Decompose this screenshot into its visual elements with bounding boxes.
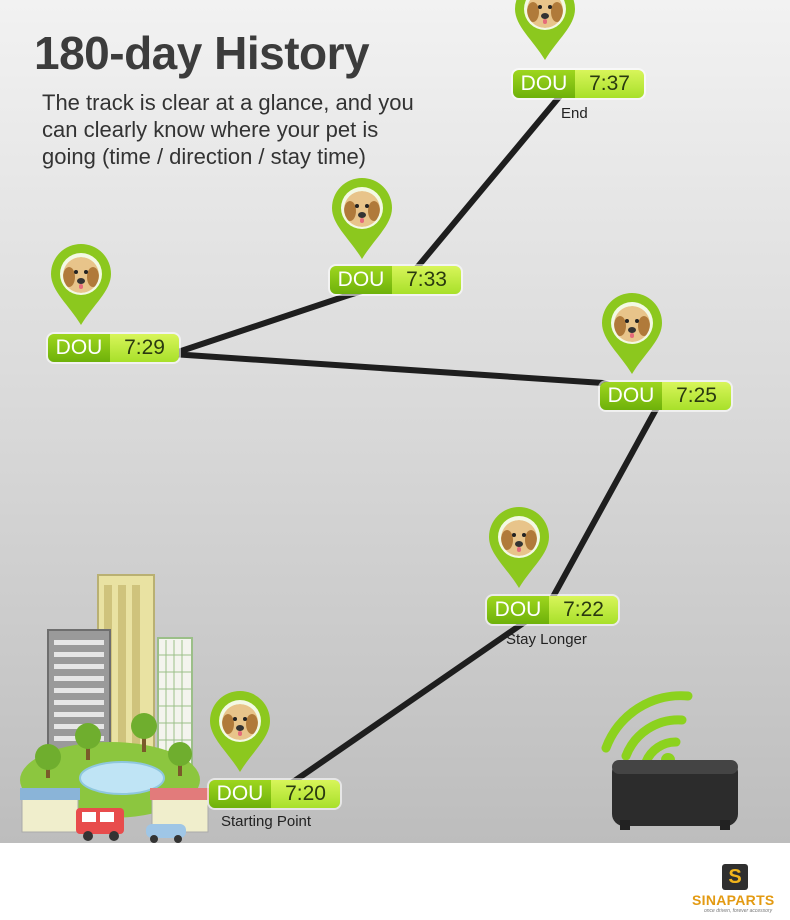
pet-name: DOU xyxy=(513,70,575,98)
point-time: 7:22 xyxy=(549,596,618,624)
dog-face-icon xyxy=(344,191,380,227)
point-time: 7:33 xyxy=(392,266,461,294)
brand-logo: S SINAPARTS once driven, forever accesso… xyxy=(690,862,782,916)
location-pin-icon xyxy=(330,177,394,261)
page-description: The track is clear at a glance, and you … xyxy=(42,90,414,169)
dog-face-icon xyxy=(63,257,99,293)
brand-badge: S xyxy=(722,864,748,890)
pet-name: DOU xyxy=(48,334,110,362)
city-illustration xyxy=(20,574,210,843)
location-pin-icon xyxy=(600,292,664,376)
location-pin-icon xyxy=(49,243,113,327)
starting-point-caption: Starting Point xyxy=(221,813,312,830)
point-label-733: DOU 7:33 xyxy=(330,266,461,294)
dog-face-icon xyxy=(614,306,650,342)
end-caption: End xyxy=(561,105,588,122)
page-title: 180-day History xyxy=(34,27,370,79)
location-pin-icon xyxy=(208,690,272,774)
point-label-720: DOU 7:20 xyxy=(209,780,340,808)
pet-name: DOU xyxy=(209,780,271,808)
point-time: 7:25 xyxy=(662,382,731,410)
dog-face-icon xyxy=(527,0,563,28)
gps-tracker-icon xyxy=(601,691,738,830)
point-label-722: DOU 7:22 xyxy=(487,596,618,624)
location-pin-icon xyxy=(487,506,551,590)
track-route xyxy=(169,93,663,796)
point-time: 7:29 xyxy=(110,334,179,362)
point-time: 7:37 xyxy=(575,70,644,98)
pet-name: DOU xyxy=(330,266,392,294)
stay-longer-caption: Stay Longer xyxy=(506,631,587,648)
pet-name: DOU xyxy=(600,382,662,410)
point-label-725: DOU 7:25 xyxy=(600,382,731,410)
footer-strip xyxy=(0,843,790,920)
point-time: 7:20 xyxy=(271,780,340,808)
location-pin-icon xyxy=(513,0,577,62)
dog-face-icon xyxy=(222,704,258,740)
pet-name: DOU xyxy=(487,596,549,624)
brand-slogan: once driven, forever accessory xyxy=(704,908,773,914)
brand-name: SINAPARTS xyxy=(692,892,775,908)
point-label-737: DOU 7:37 xyxy=(513,70,644,98)
dog-face-icon xyxy=(501,520,537,556)
point-label-729: DOU 7:29 xyxy=(48,334,179,362)
